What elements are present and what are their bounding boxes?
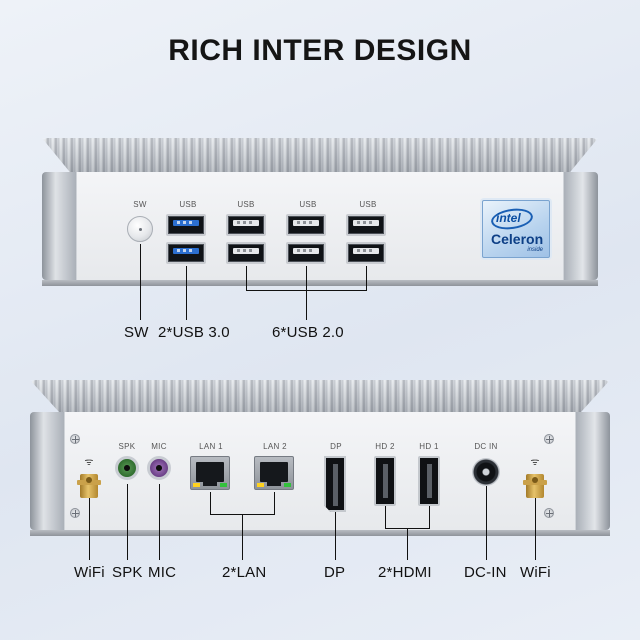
callout-line-dp <box>335 512 336 560</box>
callout-line-wifi-right <box>535 498 536 560</box>
callout-line-wifi-left <box>89 498 90 560</box>
lan1-port <box>190 456 230 490</box>
callout-line-spk <box>127 484 128 560</box>
hdmi1-port <box>418 456 440 506</box>
usb2-port <box>286 242 326 264</box>
displayport <box>324 456 346 512</box>
wifi-antenna-left <box>77 474 101 498</box>
badge-brand: intel <box>496 211 521 225</box>
bottom-edge <box>42 280 598 286</box>
usb-port-label: USB <box>299 200 317 209</box>
lan2-port-label: LAN 2 <box>263 442 287 451</box>
callout-lan: 2*LAN <box>222 564 267 581</box>
side-cap-right <box>576 412 610 530</box>
speaker-jack <box>115 456 139 480</box>
usb2-port <box>226 242 266 264</box>
sw-port-label: SW <box>133 200 147 209</box>
hd1-port-label: HD 1 <box>419 442 439 451</box>
callout-line-mic <box>159 484 160 560</box>
hd2-port-label: HD 2 <box>375 442 395 451</box>
callout-line-dcin <box>486 486 487 560</box>
mic-jack <box>147 456 171 480</box>
usb-port-label: USB <box>237 200 255 209</box>
screw-icon <box>70 508 80 518</box>
usb2-port <box>346 214 386 236</box>
callout-sw: SW <box>124 324 149 341</box>
screw-icon <box>544 508 554 518</box>
callout-wifi-left: WiFi <box>74 564 105 581</box>
callout-wifi-right: WiFi <box>520 564 551 581</box>
intel-celeron-badge: intel Celeron inside <box>482 200 550 258</box>
side-cap-left <box>42 172 76 280</box>
usb2-port <box>226 214 266 236</box>
headline: RICH INTER DESIGN <box>168 34 472 67</box>
callout-line-sw <box>140 244 141 320</box>
badge-product: Celeron <box>491 231 544 247</box>
power-button-icon[interactable] <box>127 216 153 242</box>
mic-port-label: MIC <box>151 442 167 451</box>
dcin-port-label: DC IN <box>474 442 498 451</box>
usb3-port-top <box>166 214 206 236</box>
wifi-antenna-right <box>523 474 547 498</box>
callout-bracket-usb2-bar <box>246 290 367 291</box>
callout-bracket-hdmi-left <box>385 506 386 528</box>
side-cap-right <box>564 172 598 280</box>
callout-bracket-lan-left <box>210 492 211 514</box>
callout-usb3: 2*USB 3.0 <box>158 324 230 341</box>
screw-icon <box>544 434 554 444</box>
callout-mic: MIC <box>148 564 177 581</box>
usb2-port <box>286 214 326 236</box>
heatsink-fins <box>42 138 598 172</box>
callout-spk: SPK <box>112 564 143 581</box>
dc-in-jack <box>472 458 500 486</box>
callout-line-usb3 <box>186 266 187 320</box>
usb2-port <box>346 242 386 264</box>
hdmi2-port <box>374 456 396 506</box>
wifi-signal-icon: ᯤ <box>530 457 540 468</box>
heatsink-fins <box>30 380 610 412</box>
callout-dp: DP <box>324 564 346 581</box>
side-cap-left <box>30 412 64 530</box>
bottom-edge <box>30 530 610 536</box>
callout-bracket-lan-mid <box>242 514 243 560</box>
callout-usb2: 6*USB 2.0 <box>272 324 344 341</box>
callout-bracket-lan-right <box>274 492 275 514</box>
badge-suffix: inside <box>527 247 543 253</box>
spk-port-label: SPK <box>118 442 136 451</box>
callout-bracket-hdmi-mid <box>407 528 408 560</box>
callout-dcin: DC-IN <box>464 564 507 581</box>
usb3-port-bottom <box>166 242 206 264</box>
usb-port-label: USB <box>359 200 377 209</box>
rear-device <box>30 380 610 538</box>
screw-icon <box>70 434 80 444</box>
callout-bracket-usb2-mid <box>306 266 307 320</box>
callout-bracket-usb2-left <box>246 266 247 290</box>
usb-port-label: USB <box>179 200 197 209</box>
callout-bracket-usb2-right <box>366 266 367 290</box>
wifi-signal-icon: ᯤ <box>84 457 94 468</box>
callout-hdmi: 2*HDMI <box>378 564 432 581</box>
dp-port-label: DP <box>330 442 342 451</box>
lan1-port-label: LAN 1 <box>199 442 223 451</box>
callout-bracket-hdmi-right <box>429 506 430 528</box>
lan2-port <box>254 456 294 490</box>
